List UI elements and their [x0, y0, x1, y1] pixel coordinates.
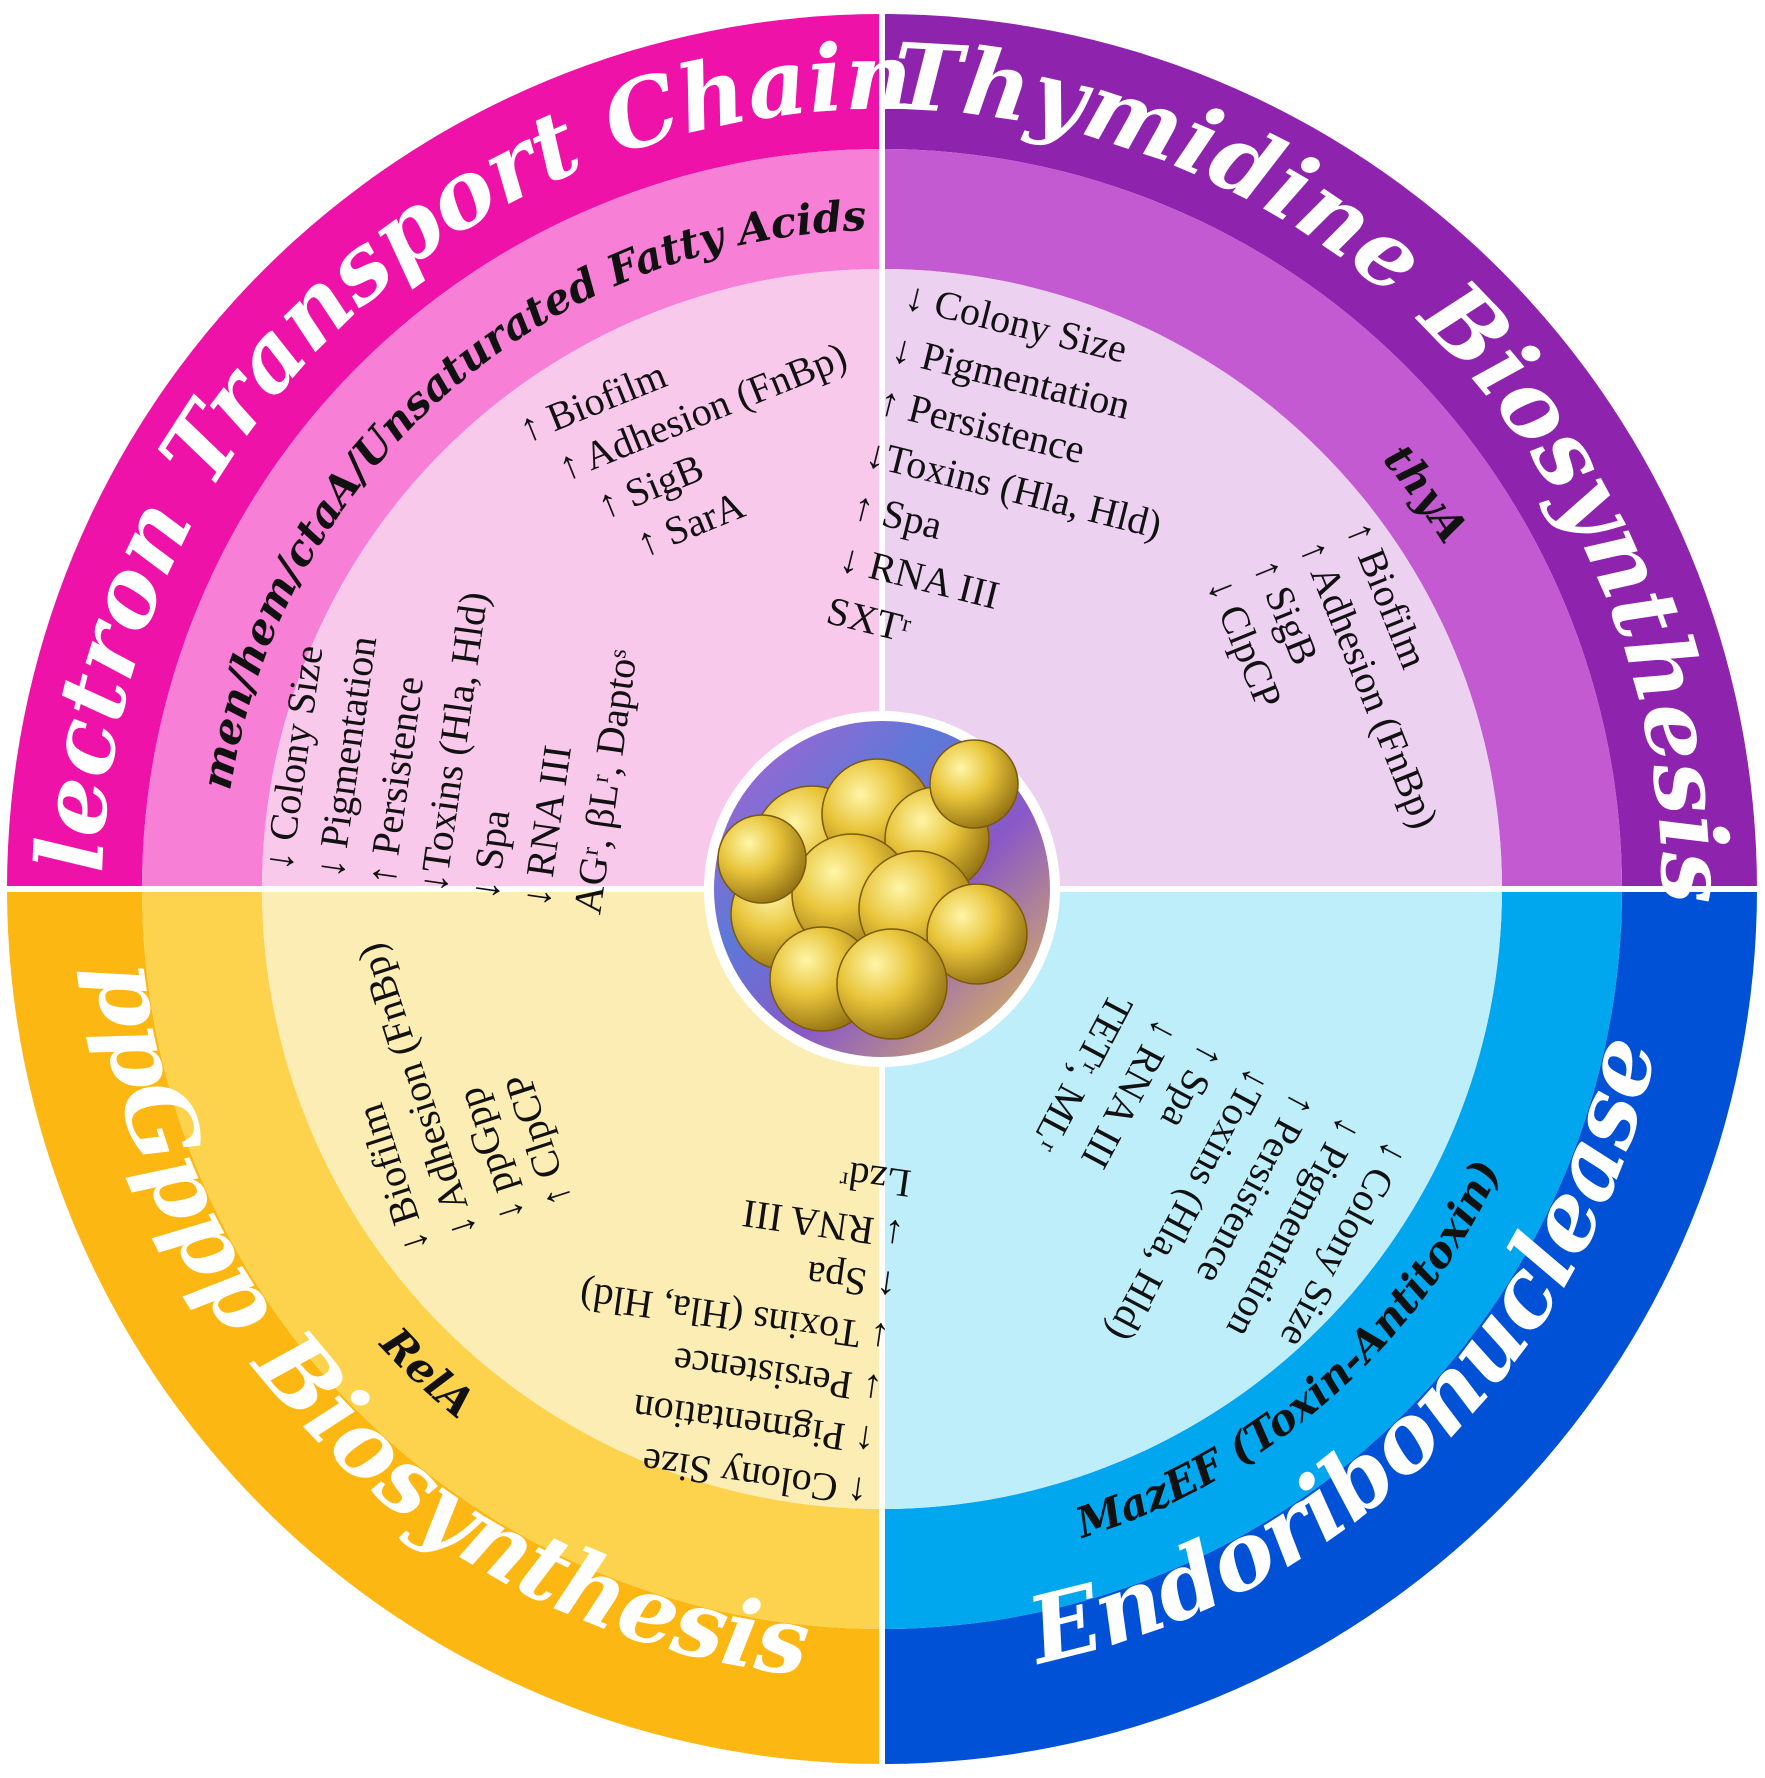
ppg-outer-sector	[7, 889, 882, 1764]
bacterium-cell	[926, 883, 1028, 985]
bacterium-cell	[836, 928, 948, 1040]
ppg-a-item-7: Lzdʳ	[837, 1152, 914, 1206]
thy-outer-sector	[882, 14, 1757, 889]
endo-outer-sector	[882, 889, 1757, 1764]
endo-list-a: ↓ Colony Size ↓ Pigmentation ↑ Persisten…	[1022, 987, 1417, 1355]
ppg-mid-sector	[142, 889, 882, 1629]
bacterium-cell	[929, 739, 1019, 829]
ppg-inner-sector	[262, 889, 882, 1509]
endo-inner-sector	[882, 889, 1502, 1509]
etc-mid-sector	[142, 149, 882, 889]
thy-inner-sector	[882, 269, 1502, 889]
staphylococcus-cluster-icon	[717, 739, 1028, 1040]
etc-outer-sector	[7, 14, 882, 889]
etc-inner-sector	[262, 269, 882, 889]
bacterium-cell	[717, 814, 807, 904]
endo-mid-sector	[882, 889, 1622, 1629]
thy-mid-sector	[882, 149, 1622, 889]
